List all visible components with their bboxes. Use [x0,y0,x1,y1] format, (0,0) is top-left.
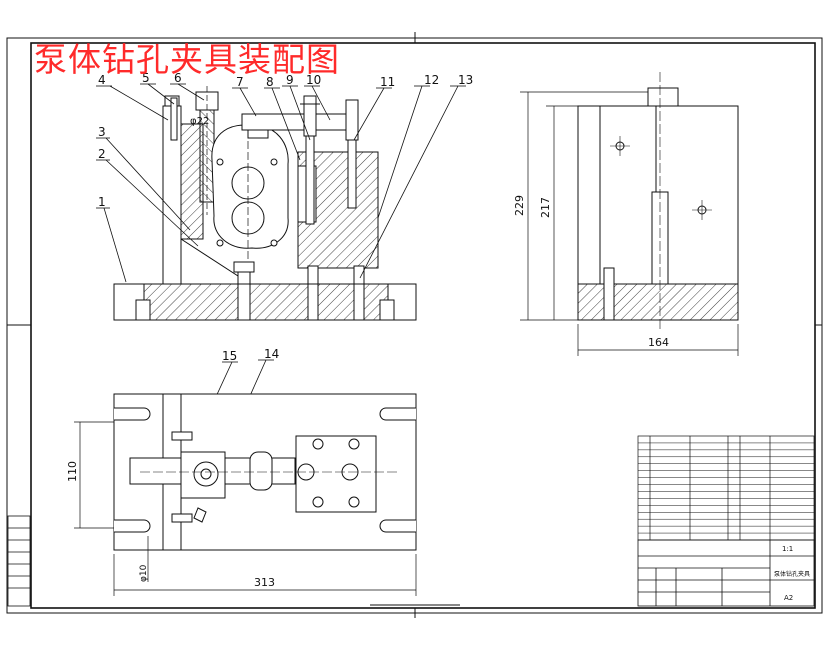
front-view [113,86,417,321]
dim-phi10: φ10 [139,564,149,582]
drawing-name-label: 泵体钻孔夹具 [774,570,810,578]
balloon-3: 3 [98,125,106,139]
side-dimensions [520,91,739,356]
balloon-15: 15 [222,349,237,363]
balloon-4: 4 [98,73,106,87]
balloon-1: 1 [98,195,106,209]
top-dim-labels: 110 313 φ10 [66,461,275,589]
dim-313: 313 [254,576,275,589]
parts-list [637,435,815,541]
top-dimensions [74,421,417,596]
balloon-12: 12 [424,73,439,87]
dim-phi22: φ22 [190,116,209,127]
base-plate [113,283,417,321]
title-block [637,539,815,607]
balloon-6: 6 [174,71,182,85]
drawing-title: 泵体钻孔夹具装配图 [34,40,340,79]
side-dim-labels: 229 217 164 [513,195,669,349]
scale-label: 1:1 [782,545,793,553]
sheet-border [6,32,823,618]
title-block-text: 1:1 A2 泵体钻孔夹具 [774,545,810,602]
parts-list-rows [638,442,814,534]
sheet-size-label: A2 [784,594,793,602]
dim-217: 217 [539,197,552,218]
balloon-5: 5 [142,71,150,85]
dim-164: 164 [648,336,669,349]
balloon-9: 9 [286,73,294,87]
balloon-11: 11 [380,75,395,89]
balloon-7: 7 [236,75,244,89]
balloon-numbers: 1 2 3 4 5 6 7 8 9 10 11 12 13 14 15 φ22 [98,71,473,363]
dim-110: 110 [66,461,79,482]
dim-229: 229 [513,195,526,216]
balloon-10: 10 [306,73,321,87]
margin-strip [7,515,31,607]
top-view [113,393,417,551]
side-view [577,72,739,330]
balloon-13: 13 [458,73,473,87]
balloon-8: 8 [266,75,274,89]
balloon-14: 14 [264,347,279,361]
balloon-2: 2 [98,147,106,161]
